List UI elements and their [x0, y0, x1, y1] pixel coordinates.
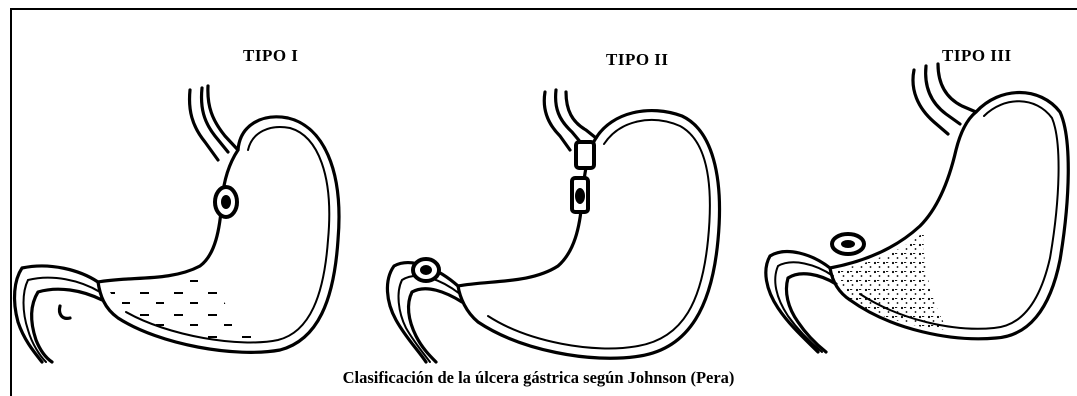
stomach-type-1 — [15, 86, 339, 362]
stomach-type-3 — [766, 64, 1068, 352]
type-1-label: TIPO I — [243, 46, 298, 66]
type-3-label: TIPO III — [942, 46, 1012, 66]
figure-caption: Clasificación de la úlcera gástrica segú… — [0, 368, 1077, 388]
type-2-label: TIPO II — [606, 50, 669, 70]
stomach-type-2 — [387, 90, 719, 362]
